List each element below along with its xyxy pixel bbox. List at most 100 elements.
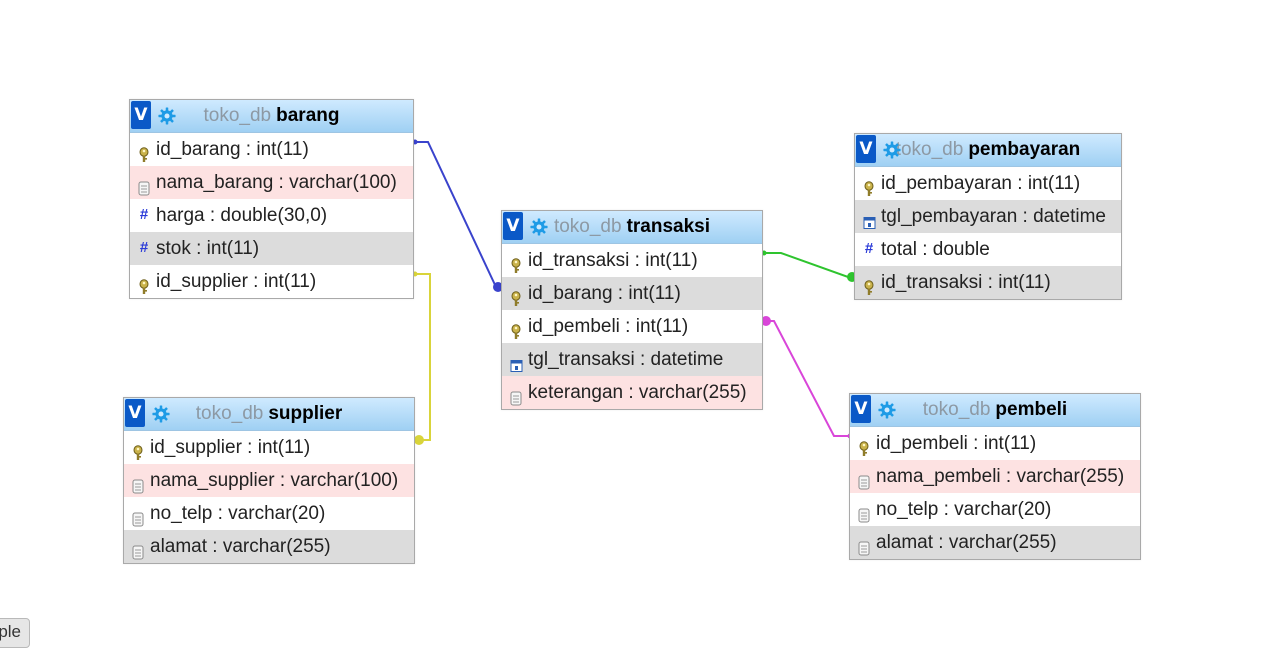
column-label: id_pembayaran : int(11) [881, 173, 1081, 194]
calendar-icon [509, 351, 523, 372]
column-label: id_transaksi : int(11) [528, 250, 698, 271]
numeric-icon: # [139, 238, 149, 256]
toggle-columns-button[interactable]: V [856, 135, 876, 163]
column-row[interactable]: id_transaksi : int(11) [855, 266, 1121, 299]
column-row[interactable]: nama_pembeli : varchar(255) [850, 460, 1140, 493]
table-name: barang [276, 105, 340, 126]
key-icon [131, 439, 145, 460]
column-label: nama_barang : varchar(100) [156, 172, 397, 193]
column-label: total : double [881, 239, 990, 260]
relation-line [413, 273, 431, 441]
column-row[interactable]: id_barang : int(11) [502, 277, 762, 310]
column-row[interactable]: no_telp : varchar(20) [124, 497, 414, 530]
column-list: id_barang : int(11) nama_barang : varchar… [130, 133, 413, 298]
key-icon [509, 318, 523, 339]
column-row[interactable]: id_supplier : int(11) [130, 265, 413, 298]
text-field-icon [857, 534, 871, 556]
text-field-icon [131, 538, 145, 560]
relation-line [413, 141, 503, 288]
column-label: id_barang : int(11) [156, 139, 309, 160]
db-name: toko_db [195, 403, 264, 424]
key-icon [862, 274, 876, 295]
toggle-columns-button[interactable]: V [125, 399, 145, 427]
gear-icon[interactable] [883, 141, 901, 159]
column-row[interactable]: id_pembeli : int(11) [850, 427, 1140, 460]
column-label: stok : int(11) [156, 238, 260, 259]
column-label: nama_pembeli : varchar(255) [876, 466, 1125, 487]
relation-endpoint [414, 435, 424, 445]
column-list: id_pembayaran : int(11) tgl_pembayaran : … [855, 167, 1121, 299]
toggle-columns-button[interactable]: V [851, 395, 871, 423]
text-field-icon [131, 472, 145, 494]
column-label: harga : double(30,0) [156, 205, 328, 226]
column-row[interactable]: id_barang : int(11) [130, 133, 413, 166]
column-list: id_supplier : int(11) nama_supplier : var… [124, 431, 414, 563]
column-row[interactable]: alamat : varchar(255) [850, 526, 1140, 559]
table-name: pembeli [995, 399, 1068, 420]
table-name: pembayaran [968, 139, 1081, 160]
db-name: toko_db [203, 105, 272, 126]
column-row[interactable]: alamat : varchar(255) [124, 530, 414, 563]
column-row[interactable]: # total : double [855, 233, 1121, 266]
column-row[interactable]: keterangan : varchar(255) [502, 376, 762, 409]
calendar-icon [862, 208, 876, 229]
gear-icon[interactable] [878, 401, 896, 419]
toggle-columns-button[interactable]: V [503, 212, 523, 240]
column-row[interactable]: id_pembayaran : int(11) [855, 167, 1121, 200]
column-label: id_barang : int(11) [528, 283, 681, 304]
table-name: transaksi [626, 216, 711, 237]
bottom-tab[interactable]: ple [0, 618, 30, 648]
gear-icon[interactable] [158, 107, 176, 125]
column-row[interactable]: tgl_pembayaran : datetime [855, 200, 1121, 233]
column-label: no_telp : varchar(20) [150, 503, 326, 524]
column-row[interactable]: nama_supplier : varchar(100) [124, 464, 414, 497]
column-list: id_pembeli : int(11) nama_pembeli : varch… [850, 427, 1140, 559]
key-icon [857, 435, 871, 456]
relation-line [762, 252, 855, 278]
numeric-icon: # [864, 239, 874, 257]
column-row[interactable]: id_transaksi : int(11) [502, 244, 762, 277]
column-row[interactable]: id_pembeli : int(11) [502, 310, 762, 343]
column-row[interactable]: tgl_transaksi : datetime [502, 343, 762, 376]
db-name: toko_db [895, 139, 964, 160]
column-label: id_transaksi : int(11) [881, 272, 1051, 293]
key-icon [137, 141, 151, 162]
relation-line [762, 320, 849, 437]
table-name: supplier [268, 403, 343, 424]
column-label: id_supplier : int(11) [150, 437, 311, 458]
column-row[interactable]: # harga : double(30,0) [130, 199, 413, 232]
db-name: toko_db [922, 399, 991, 420]
gear-icon[interactable] [152, 405, 170, 423]
column-row[interactable]: nama_barang : varchar(100) [130, 166, 413, 199]
column-label: nama_supplier : varchar(100) [150, 470, 399, 491]
key-icon [862, 175, 876, 196]
toggle-columns-button[interactable]: V [131, 101, 151, 129]
gear-icon[interactable] [530, 218, 548, 236]
key-icon [137, 273, 151, 294]
column-label: id_supplier : int(11) [156, 271, 317, 292]
column-label: keterangan : varchar(255) [528, 382, 747, 403]
column-row[interactable]: id_supplier : int(11) [124, 431, 414, 464]
column-list: id_transaksi : int(11) id_barang : int(11… [502, 244, 762, 409]
text-field-icon [131, 505, 145, 527]
column-label: id_pembeli : int(11) [876, 433, 1037, 454]
column-label: id_pembeli : int(11) [528, 316, 689, 337]
text-field-icon [137, 174, 151, 196]
key-icon [509, 252, 523, 273]
numeric-icon: # [139, 205, 149, 223]
column-row[interactable]: # stok : int(11) [130, 232, 413, 265]
column-label: tgl_pembayaran : datetime [881, 206, 1106, 227]
text-field-icon [857, 501, 871, 523]
column-row[interactable]: no_telp : varchar(20) [850, 493, 1140, 526]
